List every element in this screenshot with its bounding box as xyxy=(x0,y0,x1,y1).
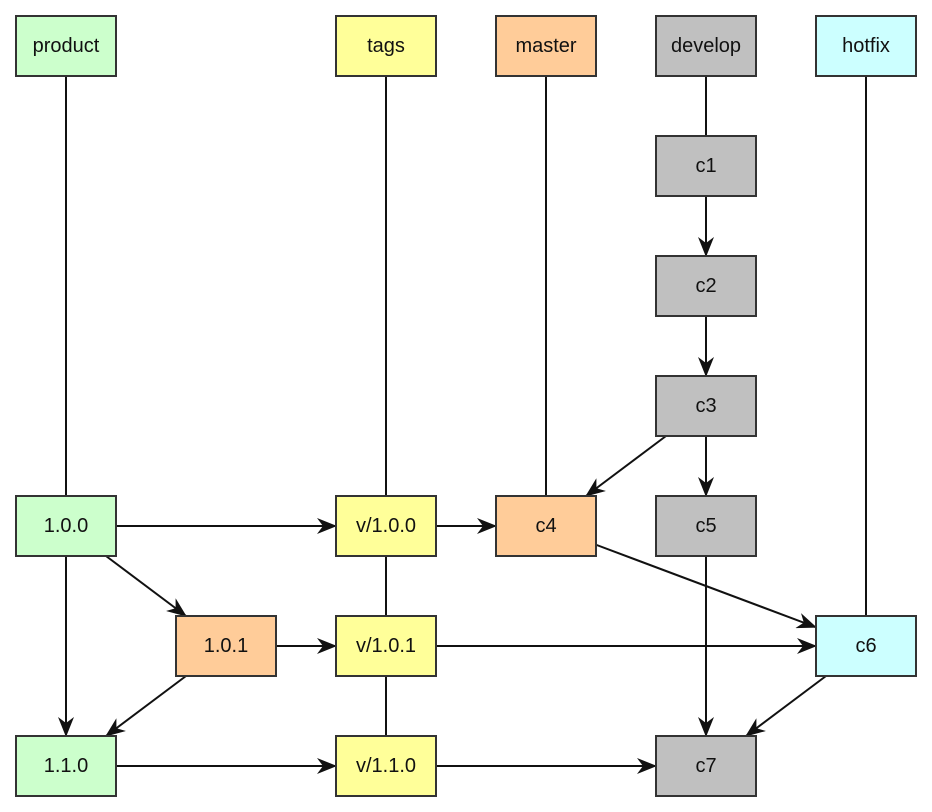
node-box xyxy=(335,495,437,557)
node-c1: c1 xyxy=(655,135,757,197)
node-label: 1.0.1 xyxy=(204,635,248,657)
node-box xyxy=(655,135,757,197)
node-c3: c3 xyxy=(655,375,757,437)
node-box xyxy=(15,15,117,77)
node-label: c7 xyxy=(695,755,716,777)
node-tags: tags xyxy=(335,15,437,77)
node-label: c6 xyxy=(855,635,876,657)
node-c5: c5 xyxy=(655,495,757,557)
node-hotfix: hotfix xyxy=(815,15,917,77)
node-box xyxy=(655,375,757,437)
node-box xyxy=(495,495,597,557)
node-label: v/1.1.0 xyxy=(356,755,416,777)
node-box xyxy=(175,615,277,677)
node-label: hotfix xyxy=(842,35,890,57)
node-label: v/1.0.0 xyxy=(356,515,416,537)
node-box xyxy=(335,735,437,797)
node-v100: v/1.0.0 xyxy=(335,495,437,557)
node-n100: 1.0.0 xyxy=(15,495,117,557)
node-box xyxy=(655,255,757,317)
node-box xyxy=(15,735,117,797)
edges xyxy=(58,76,867,774)
node-v101: v/1.0.1 xyxy=(335,615,437,677)
node-label: tags xyxy=(367,35,405,57)
node-label: c1 xyxy=(695,155,716,177)
node-label: c4 xyxy=(535,515,556,537)
node-box xyxy=(15,495,117,557)
node-c6: c6 xyxy=(815,615,917,677)
node-n101: 1.0.1 xyxy=(175,615,277,677)
node-label: product xyxy=(33,35,100,57)
node-box xyxy=(335,615,437,677)
nodes: product tags master develop hotfix c1 c2 c3 1.0.… xyxy=(15,15,917,797)
node-box xyxy=(655,735,757,797)
node-box xyxy=(815,15,917,77)
node-c7: c7 xyxy=(655,735,757,797)
node-label: v/1.0.1 xyxy=(356,635,416,657)
node-box xyxy=(655,15,757,77)
node-box xyxy=(655,495,757,557)
node-label: 1.1.0 xyxy=(44,755,88,777)
node-n110: 1.1.0 xyxy=(15,735,117,797)
node-v110: v/1.1.0 xyxy=(335,735,437,797)
node-develop: develop xyxy=(655,15,757,77)
node-c2: c2 xyxy=(655,255,757,317)
edge-n100-to-n101 xyxy=(105,555,187,617)
node-master: master xyxy=(495,15,597,77)
node-product: product xyxy=(15,15,117,77)
edge-c3-to-c4 xyxy=(585,435,667,497)
node-box xyxy=(335,15,437,77)
node-label: 1.0.0 xyxy=(44,515,88,537)
node-box xyxy=(495,15,597,77)
node-label: develop xyxy=(671,35,741,57)
edge-n101-to-n110 xyxy=(105,675,187,737)
node-label: c5 xyxy=(695,515,716,537)
edge-c6-to-c7 xyxy=(745,675,827,737)
node-box xyxy=(815,615,917,677)
node-label: c3 xyxy=(695,395,716,417)
node-label: c2 xyxy=(695,275,716,297)
node-c4: c4 xyxy=(495,495,597,557)
node-label: master xyxy=(515,35,576,57)
